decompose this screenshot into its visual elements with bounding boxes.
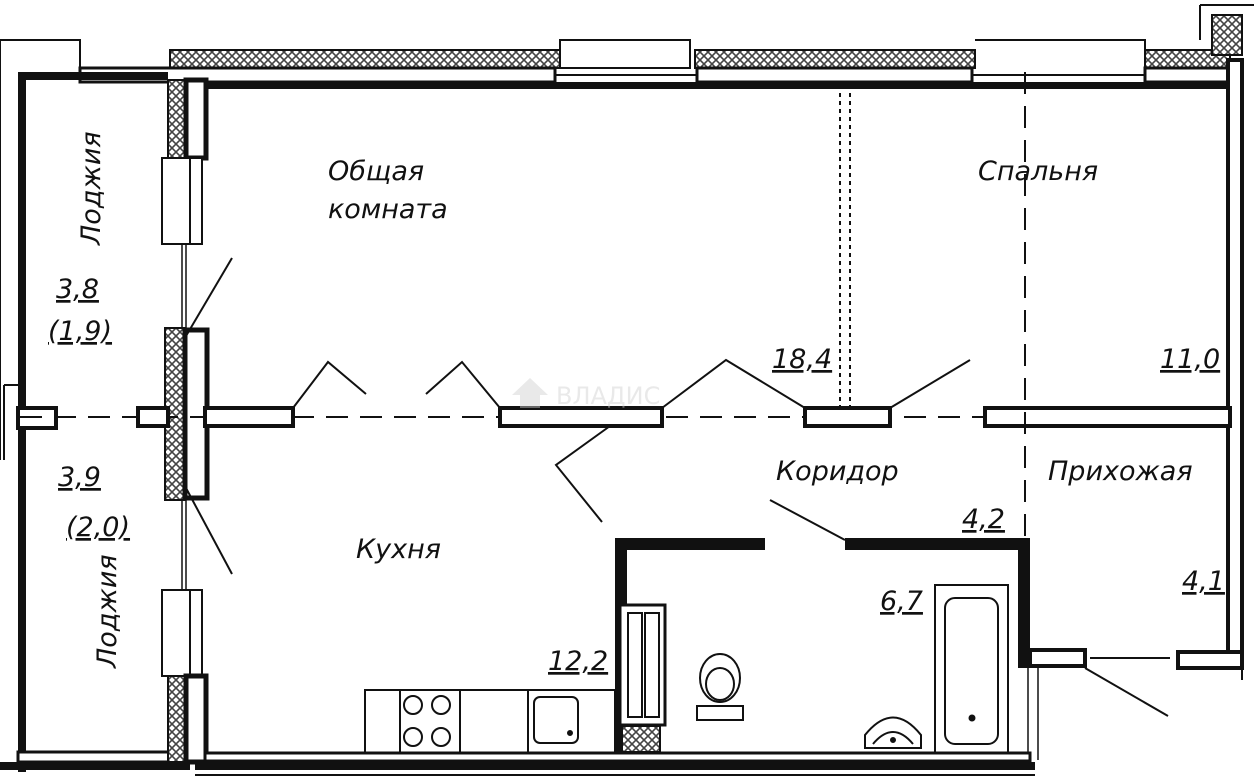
kitchen-counter — [364, 689, 616, 754]
loggia-top-area: 3,8 — [56, 274, 99, 305]
bathroom-area: 6,7 — [880, 586, 923, 617]
room-labels: Общая комната 18,4 Спальня 11,0 Кухня 12… — [48, 131, 1225, 677]
hall-name: Прихожая — [1048, 456, 1193, 487]
loggia-top-reduced-area: (1,9) — [48, 316, 112, 347]
corridor-area: 4,2 — [962, 504, 1005, 535]
corridor-name: Коридор — [776, 456, 899, 487]
kitchen-name: Кухня — [356, 534, 441, 565]
watermark-text: ВЛАДИС — [556, 382, 660, 410]
toilet-icon — [696, 653, 744, 721]
watermark: ВЛАДИС — [512, 378, 660, 410]
bathtub-icon — [934, 584, 1009, 754]
loggia-bottom-name: Лоджия — [92, 554, 123, 669]
loggia-bottom-reduced-area: (2,0) — [66, 512, 130, 543]
top-wall — [78, 14, 1243, 89]
bathroom-walls — [615, 499, 1170, 760]
room-dividers — [839, 72, 1026, 540]
middle-partition — [20, 358, 1235, 523]
loggia-bottom-area: 3,9 — [58, 462, 101, 493]
right-wall — [1176, 58, 1244, 680]
washbasin-icon — [864, 716, 922, 749]
living-room-area: 18,4 — [772, 344, 832, 375]
sink-icon — [533, 696, 579, 744]
kitchen-area: 12,2 — [548, 646, 608, 677]
bedroom-area: 11,0 — [1160, 344, 1220, 375]
stove-icon — [403, 695, 451, 747]
bedroom-name: Спальня — [978, 156, 1098, 187]
living-room-name-2: комната — [328, 194, 448, 225]
living-room-name-1: Общая — [328, 156, 424, 187]
hall-area: 4,1 — [1182, 566, 1225, 597]
loggia-top-name: Лоджия — [76, 131, 107, 246]
bottom-wall — [195, 751, 1035, 776]
